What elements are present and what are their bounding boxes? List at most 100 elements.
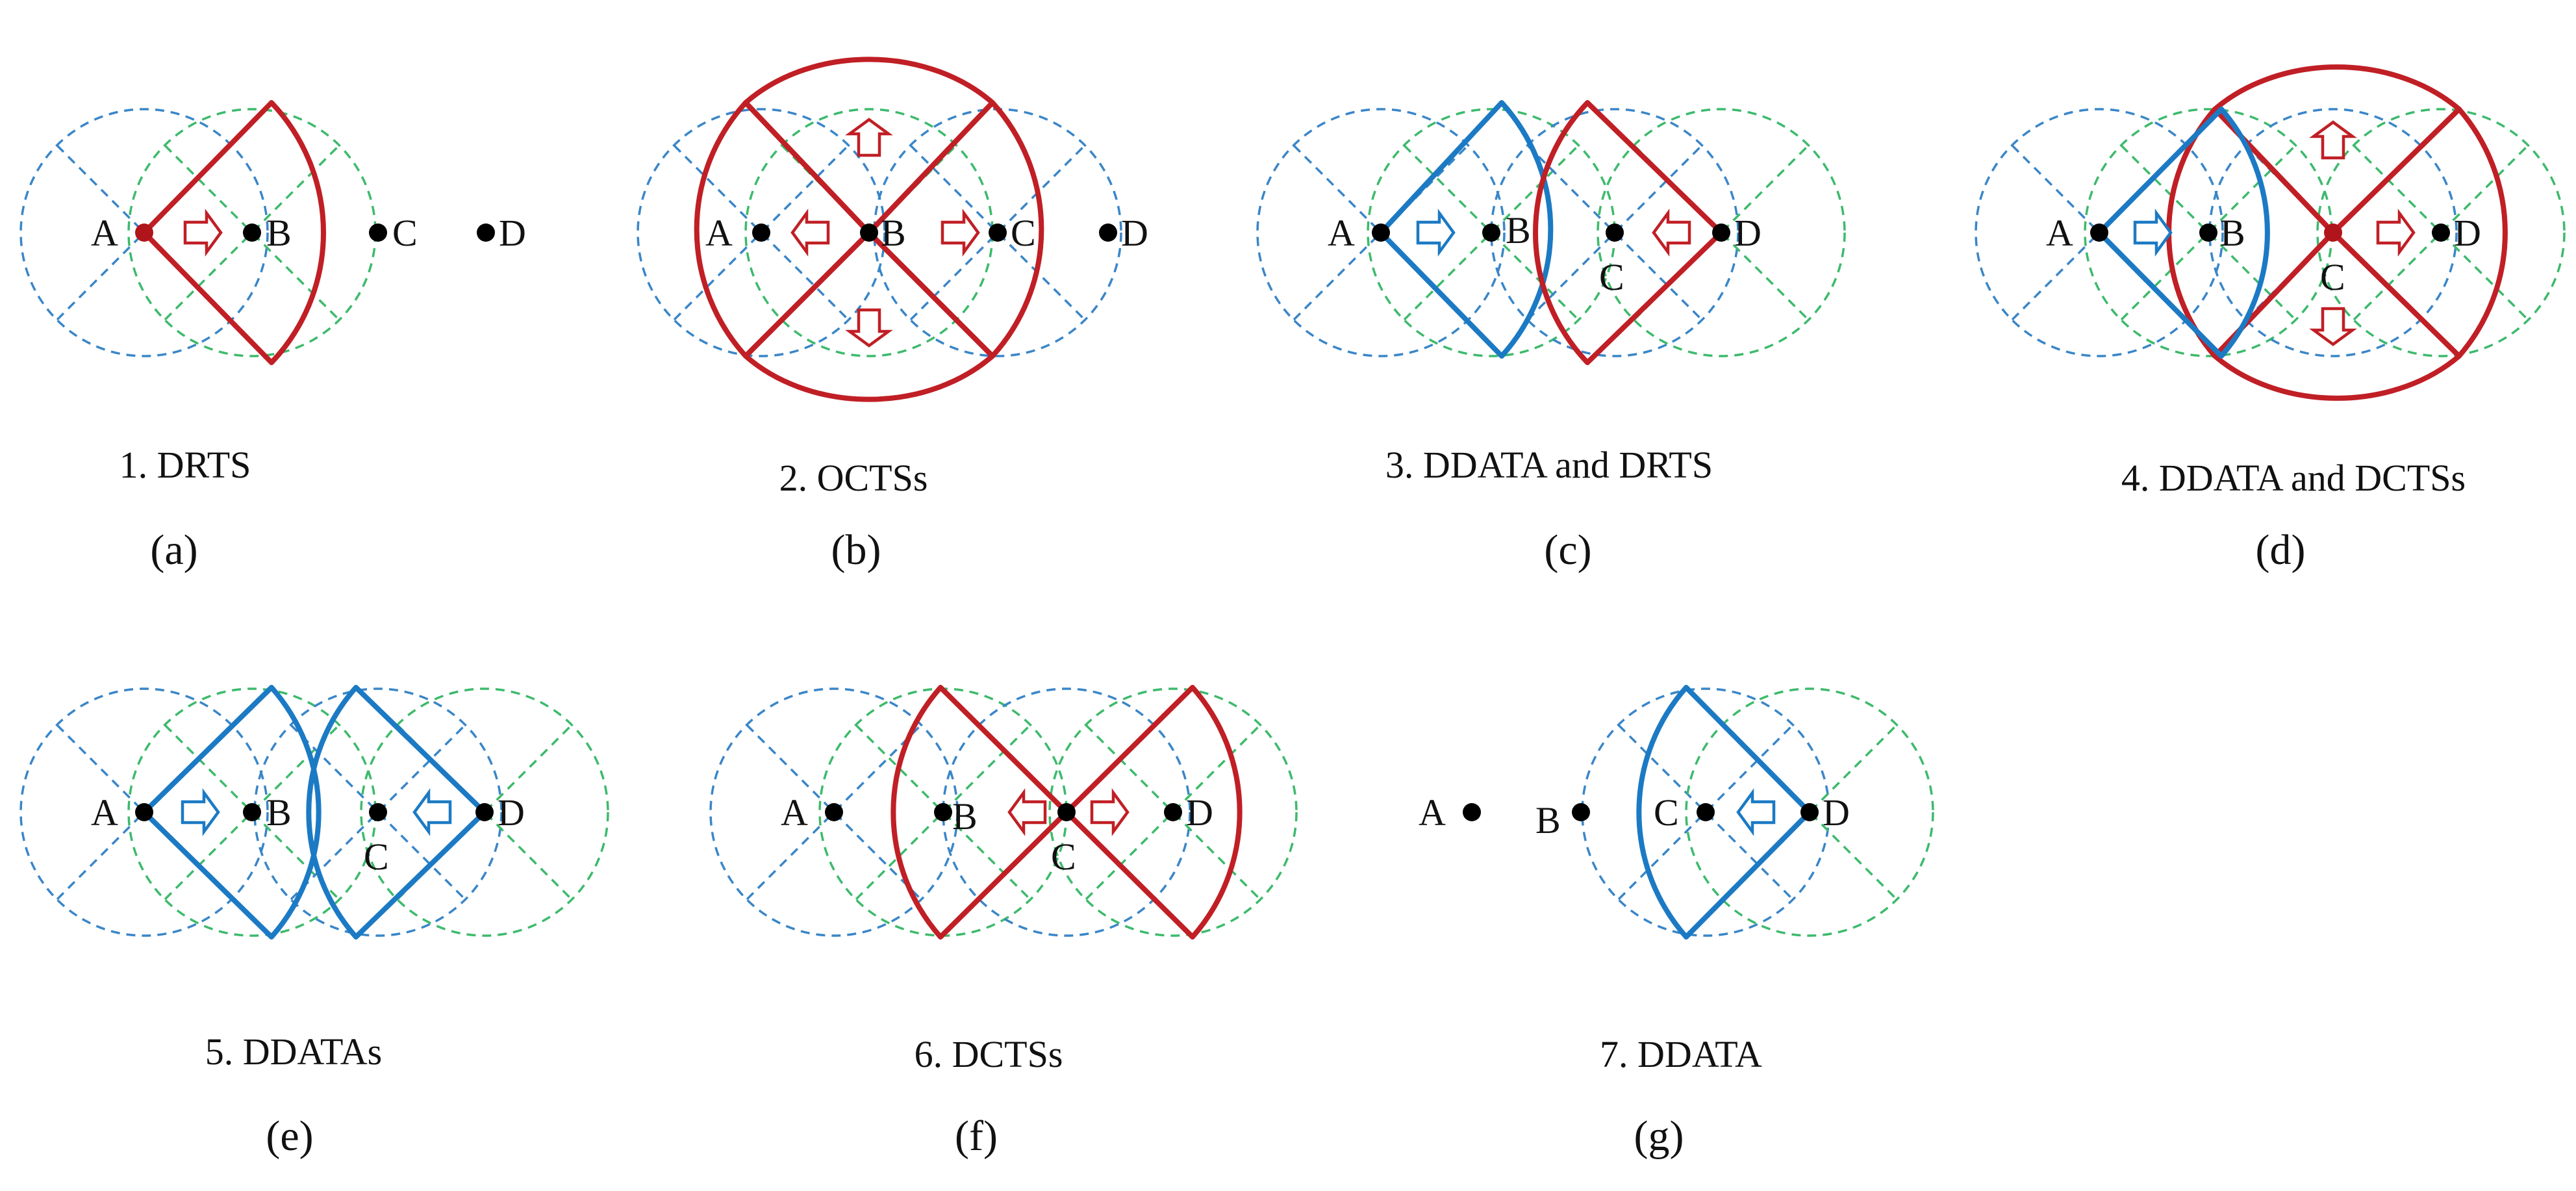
label-c: C <box>364 836 389 878</box>
node-b <box>934 803 952 821</box>
octs-sectors <box>694 57 1044 402</box>
label-b: B <box>266 212 292 254</box>
dcts-sector <box>1064 685 1243 940</box>
left-arrow-icon <box>1009 793 1045 832</box>
node-b <box>243 224 261 242</box>
label-c: C <box>2320 256 2345 298</box>
panel-caption: 6. DCTSs <box>915 1033 1063 1075</box>
label-d: D <box>1734 212 1762 254</box>
right-arrow-icon <box>185 213 221 252</box>
right-arrow-icon <box>2378 213 2414 252</box>
panel-c: A B C D 3. DDATA and DRTS (c) <box>1256 100 1846 574</box>
left-arrow-icon <box>792 213 828 252</box>
panel-sublabel: (d) <box>2256 526 2306 574</box>
label-a: A <box>91 212 118 254</box>
node-a <box>135 224 153 242</box>
node-d <box>1164 803 1182 821</box>
left-arrow-icon <box>1654 213 1689 252</box>
up-arrow-icon <box>850 120 889 155</box>
dcts-sector <box>890 685 1069 940</box>
node-c <box>1606 224 1624 242</box>
label-d: D <box>2454 212 2481 254</box>
label-b: B <box>1535 799 1561 841</box>
node-a <box>1463 803 1481 821</box>
ddata-sector <box>2097 107 2270 359</box>
left-arrow-icon <box>414 793 450 832</box>
right-arrow-icon <box>1092 793 1128 832</box>
node-a <box>1372 224 1390 242</box>
label-c: C <box>1654 791 1679 834</box>
panel-d: A B C D 4. DDATA and DCTSs (d) <box>1975 64 2566 574</box>
panel-sublabel: (c) <box>1544 526 1591 574</box>
node-d <box>2432 224 2450 242</box>
label-a: A <box>1328 212 1355 254</box>
ddata-sector <box>142 685 322 940</box>
panel-caption: 7. DDATA <box>1600 1033 1762 1075</box>
panel-f: A B C D 6. DCTSs (f) <box>709 685 1298 1160</box>
node-d <box>1099 224 1117 242</box>
node-d <box>475 803 494 821</box>
label-a: A <box>781 791 808 834</box>
panel-sublabel: (b) <box>831 526 881 574</box>
node-b <box>1482 224 1500 242</box>
node-c <box>989 224 1007 242</box>
panel-g: A B C D 7. DDATA (g) <box>1419 685 1934 1160</box>
right-arrow-icon <box>183 793 218 832</box>
down-arrow-icon <box>850 310 889 346</box>
panel-caption: 4. DDATA and DCTSs <box>2121 457 2466 499</box>
label-b: B <box>952 795 978 838</box>
right-arrow-icon <box>1418 213 1454 252</box>
ddata-sector <box>306 685 487 940</box>
panel-caption: 2. OCTSs <box>779 457 928 499</box>
ddata-sector <box>1378 100 1554 359</box>
label-c: C <box>1011 212 1036 254</box>
node-a <box>752 224 770 242</box>
right-arrow-icon <box>2135 213 2171 252</box>
panel-sublabel: (a) <box>150 526 197 574</box>
label-d: D <box>1121 212 1148 254</box>
label-b: B <box>266 791 292 834</box>
label-d: D <box>1823 791 1850 834</box>
drts-sector <box>142 100 326 365</box>
node-d <box>477 224 495 242</box>
node-d <box>1712 224 1730 242</box>
node-c <box>369 803 387 821</box>
left-arrow-icon <box>1738 793 1774 832</box>
panel-caption: 3. DDATA and DRTS <box>1385 444 1713 486</box>
node-b <box>860 224 878 242</box>
node-b <box>2199 224 2217 242</box>
node-c <box>1697 803 1715 821</box>
panel-sublabel: (f) <box>955 1112 998 1160</box>
panel-sublabel: (e) <box>266 1112 313 1160</box>
right-arrow-icon <box>942 213 978 252</box>
panel-caption: 5. DDATAs <box>205 1031 382 1073</box>
ddata-sector <box>1636 685 1812 940</box>
label-a: A <box>1419 791 1446 834</box>
panel-caption: 1. DRTS <box>120 444 251 486</box>
label-d: D <box>1186 791 1213 834</box>
node-a <box>825 803 843 821</box>
label-c: C <box>1051 836 1076 878</box>
node-c <box>2324 224 2342 242</box>
node-b <box>1572 803 1590 821</box>
label-b: B <box>881 212 906 254</box>
node-b <box>243 803 261 821</box>
label-a: A <box>705 212 733 254</box>
label-b: B <box>1506 209 1531 251</box>
node-a <box>2090 224 2108 242</box>
panel-b: A B C D 2. OCTSs (b) <box>637 57 1148 574</box>
panel-a: A B C D 1. DRTS (a) <box>19 100 526 574</box>
label-a: A <box>91 791 118 834</box>
label-b: B <box>2220 212 2245 254</box>
label-c: C <box>392 212 418 254</box>
node-c <box>1057 803 1076 821</box>
label-d: D <box>499 212 526 254</box>
drts-sector <box>1533 100 1724 365</box>
node-c <box>369 224 387 242</box>
panel-e: A B C D 5. DDATAs (e) <box>19 685 609 1160</box>
range-circles <box>1581 687 1934 937</box>
node-d <box>1800 803 1819 821</box>
panel-sublabel: (g) <box>1634 1112 1684 1160</box>
label-a: A <box>2046 212 2073 254</box>
